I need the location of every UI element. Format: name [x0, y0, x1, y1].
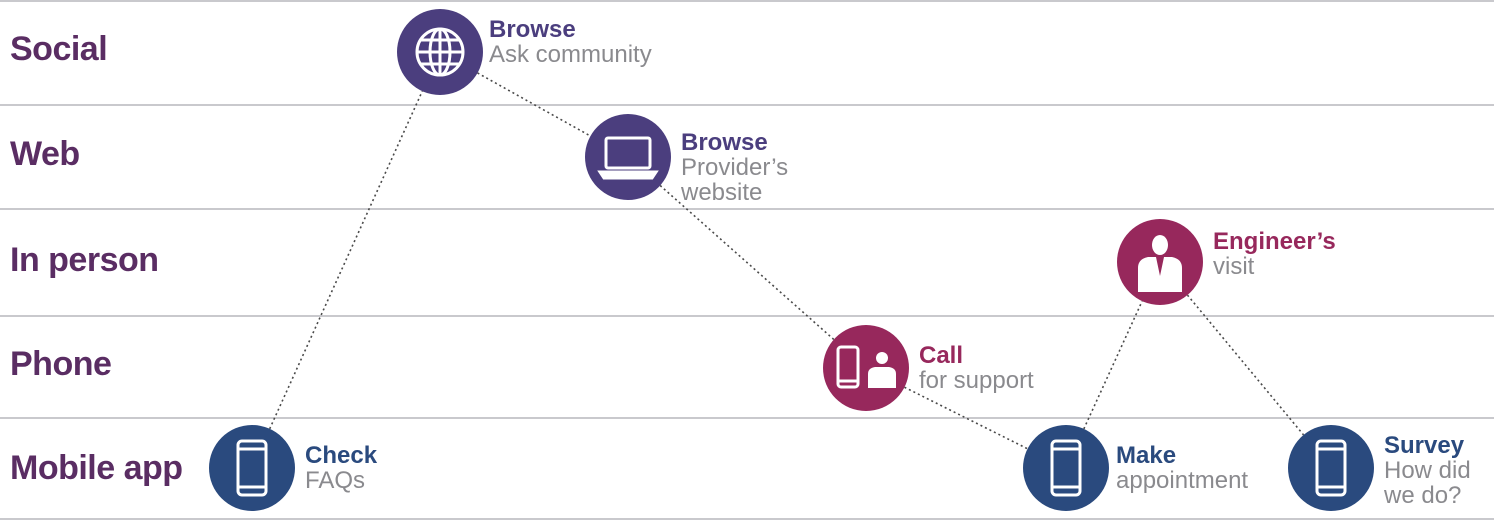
lane-divider: [0, 208, 1494, 210]
mobile-icon: [235, 438, 269, 498]
step-title: Browse: [681, 129, 768, 156]
journey-step-node: [585, 114, 671, 200]
engineer-icon: [1134, 232, 1186, 292]
step-title: Survey: [1384, 432, 1465, 459]
journey-step-node: [209, 425, 295, 511]
journey-step-node: [1023, 425, 1109, 511]
lane-label-mobile-app: Mobile app: [10, 449, 183, 487]
step-title: Check: [305, 442, 378, 469]
step-description: Ask community: [489, 41, 652, 68]
journey-step-node: [823, 325, 909, 411]
lane-label-social: Social: [10, 30, 108, 68]
step-description: How did: [1384, 457, 1471, 484]
lane-label-phone: Phone: [10, 345, 112, 383]
lane-divider: [0, 104, 1494, 106]
connector-line: [268, 90, 424, 430]
lane-divider: [0, 417, 1494, 419]
journey-step-node: [1117, 219, 1203, 305]
step-title: Engineer’s: [1213, 228, 1336, 255]
mobile-icon: [1314, 438, 1348, 498]
step-title: Make: [1116, 442, 1177, 469]
lane-divider: [0, 0, 1494, 2]
step-description: FAQs: [305, 467, 366, 494]
step-title: Call: [919, 342, 964, 369]
step-description: for support: [919, 367, 1034, 394]
lane-divider: [0, 518, 1494, 520]
connector-line: [659, 184, 835, 341]
laptop-icon: [597, 132, 659, 182]
phone-agent-icon: [834, 344, 898, 392]
globe-icon: [412, 24, 468, 80]
connector-line: [1083, 300, 1143, 430]
lane-label-web: Web: [10, 135, 80, 173]
step-title: Browse: [489, 16, 576, 43]
step-description: we do?: [1384, 482, 1462, 509]
lane-label-in-person: In person: [10, 241, 159, 279]
journey-step-node: [1288, 425, 1374, 511]
lane-divider: [0, 315, 1494, 317]
mobile-icon: [1049, 438, 1083, 498]
step-description: Provider’s: [681, 154, 789, 181]
step-description: visit: [1213, 253, 1255, 280]
step-description: appointment: [1116, 467, 1249, 494]
step-description: website: [681, 179, 763, 206]
connector-line: [904, 386, 1028, 450]
connector-line: [477, 72, 591, 137]
journey-step-node: [397, 9, 483, 95]
connector-line: [1186, 294, 1305, 436]
